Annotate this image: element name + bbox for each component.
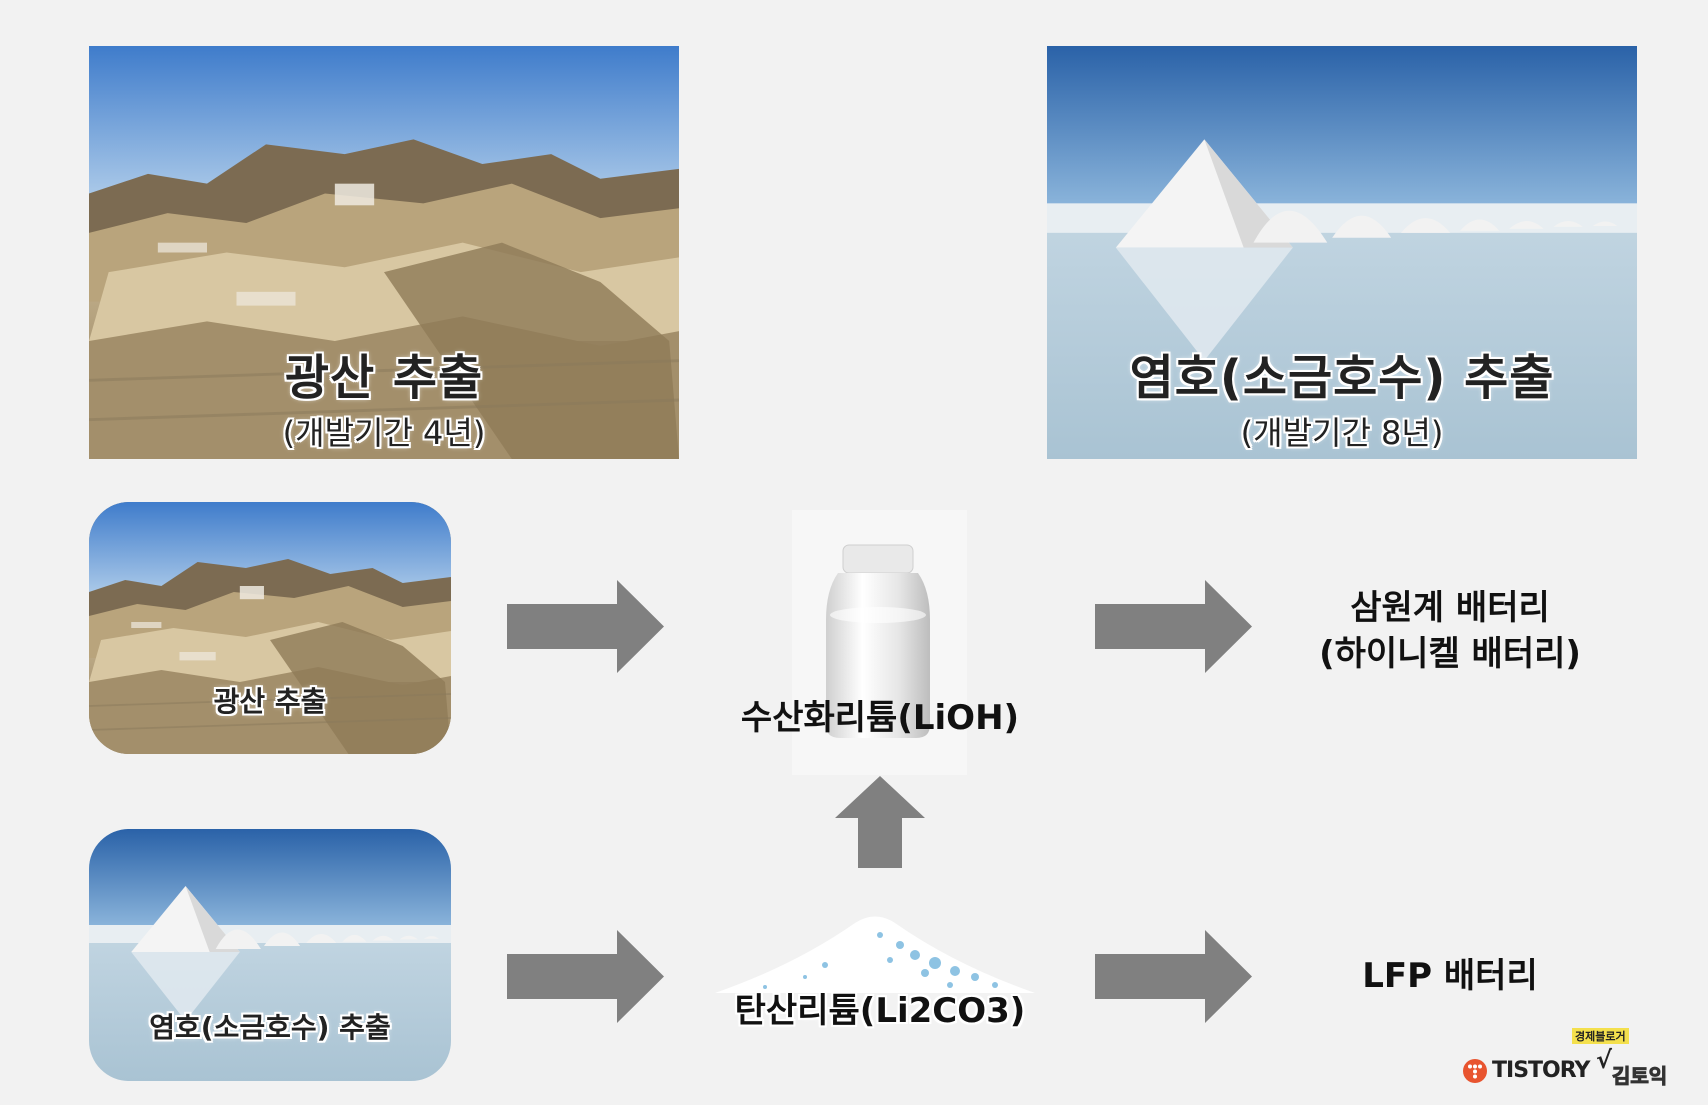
watermark-brand: TISTORY	[1492, 1058, 1590, 1083]
arrow-salt-to-li2co3	[507, 930, 664, 1023]
watermark: 경제블로거 TISTORY √ 김토익	[1462, 1028, 1682, 1089]
mine-subtitle-text: (개발기간 4년)	[282, 414, 486, 452]
watermark-tag: 경제블로거	[1572, 1028, 1629, 1044]
salt-title-large: 염호(소금호수) 추출 (개발기간 8년)	[1047, 338, 1637, 454]
mine-label-small: 광산 추출	[213, 685, 327, 718]
ncm-battery-line1: 삼원계 배터리	[1350, 588, 1550, 628]
arrow-li2co3-to-lioh	[835, 776, 925, 868]
jar-icon	[826, 544, 930, 738]
watermark-check: √	[1596, 1046, 1613, 1074]
watermark-author: 김토익	[1611, 1064, 1668, 1089]
salt-subtitle-text: (개발기간 8년)	[1240, 414, 1444, 452]
mine-title-large: 광산 추출 (개발기간 4년)	[89, 338, 679, 454]
powder-pile-icon	[715, 916, 1035, 993]
salt-label-small: 염호(소금호수) 추출	[149, 1011, 391, 1044]
ncm-battery-line2: (하이니켈 배터리)	[1319, 634, 1581, 674]
lfp-battery-label: LFP 배터리	[1362, 956, 1538, 996]
arrow-li2co3-to-lfp	[1095, 930, 1252, 1023]
lioh-label: 수산화리튬(LiOH)	[740, 698, 1020, 738]
arrow-mine-to-lioh	[507, 580, 664, 673]
tistory-logo-icon	[1463, 1059, 1487, 1083]
salt-title-text: 염호(소금호수) 추출	[1129, 350, 1555, 406]
ncm-battery-label: 삼원계 배터리 (하이니켈 배터리)	[1270, 585, 1630, 677]
arrow-lioh-to-ncm	[1095, 580, 1252, 673]
li2co3-label: 탄산리튬(Li2CO3)	[734, 991, 1026, 1031]
mine-title-text: 광산 추출	[284, 350, 484, 406]
